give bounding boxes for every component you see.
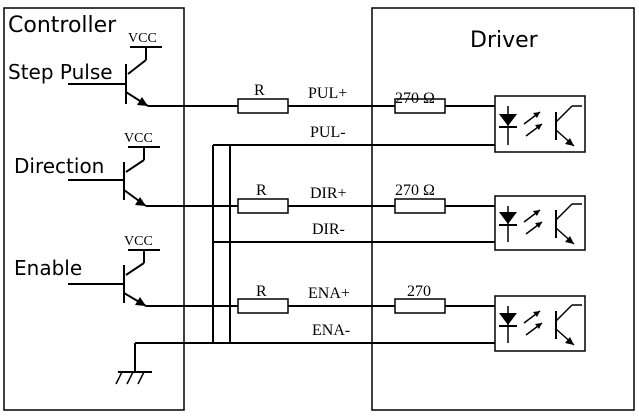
ground-hatch-3 [137,371,145,385]
enable-label: Enable [14,256,82,280]
vcc-label: VCC [124,234,153,249]
channel-enable: Enable VCC R ENA+ 270 ENA- [14,234,586,352]
transistor-icon [68,249,160,307]
optocoupler-icon [494,295,586,352]
step-pulse-label: Step Pulse [8,60,113,84]
controller-title: Controller [8,13,117,38]
ena-plus-label: ENA+ [308,285,350,302]
driver-resistor-label: 270 Ω [395,182,435,199]
driver-box [371,7,635,411]
transistor-icon [68,46,162,107]
resistor-label: R [254,82,265,99]
driver-title: Driver [470,28,539,53]
channel-direction: Direction VCC R DIR+ 270 Ω DIR- [14,131,586,251]
driver-resistor-label: 270 [407,283,431,300]
optocoupler-icon [494,95,586,153]
ena-minus-label: ENA- [312,322,350,339]
pul-minus-label: PUL- [310,124,346,141]
driver-resistor [394,298,446,314]
driver-resistor-label: 270 Ω [395,90,435,107]
pul-plus-label: PUL+ [308,85,347,102]
common-bus [135,145,495,344]
vcc-label: VCC [128,31,157,46]
transistor-icon [68,146,160,207]
vcc-label: VCC [124,131,153,146]
optocoupler-icon [494,195,586,251]
resistor-r [237,298,289,314]
resistor-r [237,198,289,214]
ground-icon [115,343,152,385]
controller-box [3,7,185,411]
resistor-label: R [256,283,267,300]
driver-block: Driver [371,7,635,411]
controller-block: Controller [3,7,185,411]
driver-resistor [394,198,446,214]
resistor-label: R [256,182,267,199]
ground-hatch-1 [115,371,123,385]
direction-label: Direction [14,154,104,178]
resistor-r [237,98,289,114]
dir-plus-label: DIR+ [310,185,347,202]
channel-step-pulse: Step Pulse VCC R PUL+ 270 Ω PUL- [8,31,586,153]
ground-hatch-2 [126,371,134,385]
dir-minus-label: DIR- [312,221,345,238]
